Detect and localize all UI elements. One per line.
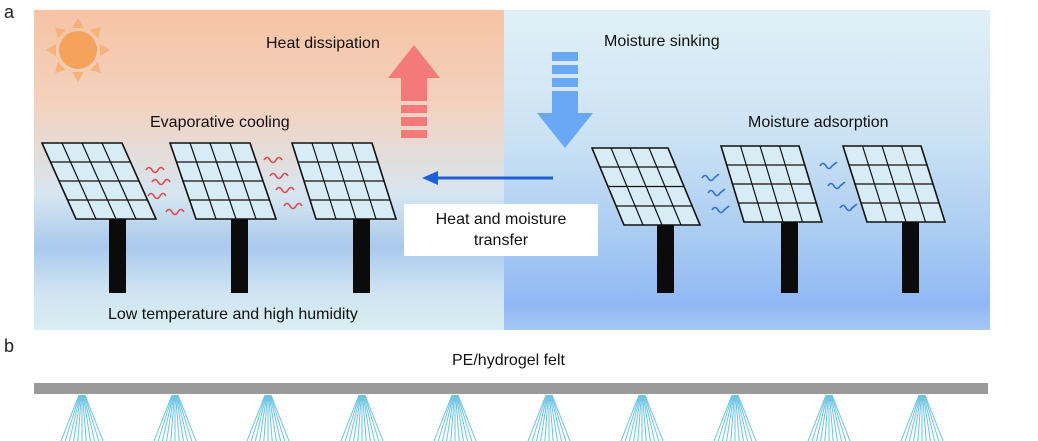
heat-dissipation-arrow [388, 45, 440, 138]
evaporative-cooling-label: Evaporative cooling [150, 114, 290, 131]
solar-panel-warm-2 [168, 142, 278, 293]
sun-icon [46, 18, 110, 82]
panel-a-label: a [4, 2, 15, 22]
transfer-caption-line1: Heat and moisture [435, 211, 567, 228]
spray-fan-4 [340, 394, 384, 441]
solar-panel-cool-3 [841, 145, 947, 293]
low-temp-high-humidity-label: Low temperature and high humidity [108, 306, 358, 323]
moisture-sinking-arrow [537, 52, 593, 148]
spray-fan-7 [620, 394, 664, 441]
spray-fan-2 [153, 394, 197, 441]
spray-fan-1 [60, 394, 104, 441]
spray-fan-8 [713, 394, 757, 441]
moisture-sinking-label: Moisture sinking [604, 33, 720, 50]
transfer-caption-line2: transfer [473, 232, 529, 249]
felt-label: PE/hydrogel felt [452, 352, 565, 369]
spray-fan-6 [527, 394, 571, 441]
moisture-adsorption-label: Moisture adsorption [748, 114, 889, 131]
heat-dissipation-label: Heat dissipation [266, 35, 380, 52]
evaporation-waves-icon [145, 156, 303, 216]
solar-panel-warm-1 [40, 142, 158, 293]
pe-hydrogel-felt-bar [34, 383, 988, 394]
solar-panel-cool-2 [719, 145, 824, 293]
solar-panel-warm-3 [290, 142, 398, 293]
spray-fan-5 [433, 394, 477, 441]
adsorption-waves-icon [701, 161, 858, 214]
spray-fans [60, 394, 944, 441]
transfer-caption-box: Heat and moisture transfer [404, 204, 598, 256]
solar-panel-cool-1 [590, 147, 702, 293]
spray-fan-3 [246, 394, 290, 441]
transfer-arrow [422, 171, 553, 185]
spray-fan-9 [807, 394, 851, 441]
panel-b-label: b [4, 336, 15, 356]
spray-fan-10 [900, 394, 944, 441]
